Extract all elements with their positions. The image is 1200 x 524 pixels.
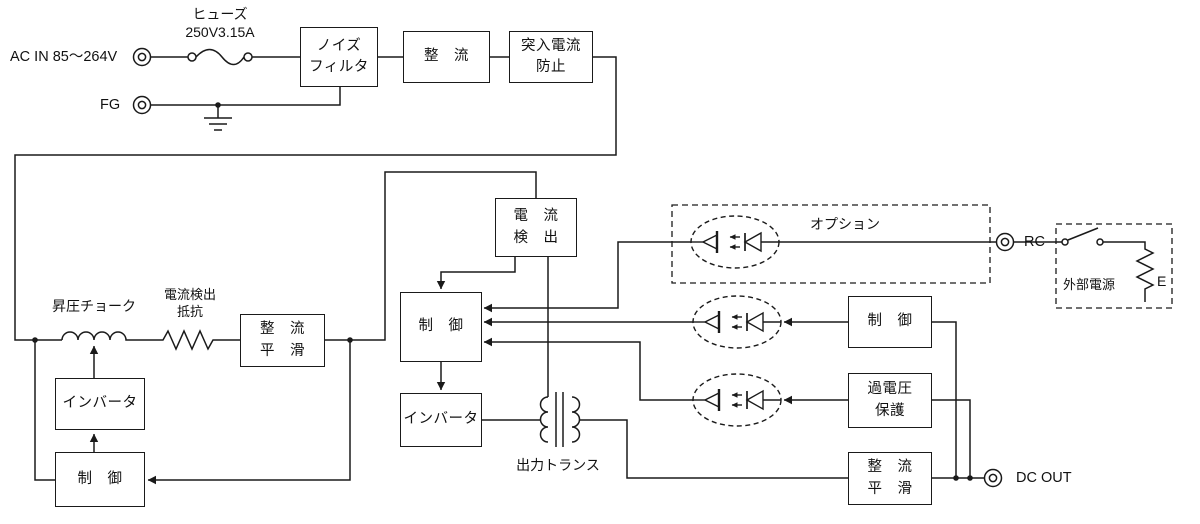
box-inverter-pfc-line1: インバータ — [62, 395, 138, 412]
switch-icon — [1061, 227, 1104, 246]
box-current-detect-line1: 電 流 — [513, 208, 559, 225]
ac-in-terminal — [132, 47, 152, 67]
fuse-icon — [187, 48, 253, 66]
box-control-main: 制 御 — [400, 292, 482, 362]
box-rectify-smooth-output-line1: 整 流 — [867, 459, 913, 476]
box-control-main-line1: 制 御 — [418, 318, 464, 335]
box-overvoltage-protection: 過電圧 保護 — [848, 373, 932, 428]
label-fuse-rating: 250V3.15A — [185, 24, 255, 40]
box-control-pfc-line1: 制 御 — [77, 470, 123, 487]
box-ovp-line2: 保護 — [875, 402, 905, 419]
box-control-pfc: 制 御 — [55, 452, 145, 507]
label-external-power: 外部電源 — [1063, 277, 1116, 292]
label-boost-choke: 昇圧チョーク — [52, 298, 136, 314]
option-outline — [671, 204, 991, 284]
box-rectify-smooth-pfc-line1: 整 流 — [260, 321, 305, 338]
optocoupler-feedback-icon — [693, 296, 781, 348]
label-ac-in: AC IN 85〜264V — [10, 49, 118, 65]
box-noise-filter: ノイズ フィルタ — [300, 27, 378, 87]
label-fg: FG — [100, 97, 121, 113]
optocoupler-ovp-icon — [693, 374, 781, 426]
box-current-detect-line2: 検 出 — [513, 229, 559, 246]
box-control-secondary: 制 御 — [848, 296, 932, 348]
box-current-detect: 電 流 検 出 — [495, 198, 577, 257]
wires — [14, 56, 1155, 481]
box-noise-filter-line1: ノイズ — [316, 37, 362, 54]
label-current-sense-resistor: 電流検出 抵抗 — [148, 287, 232, 321]
box-rectifier: 整 流 — [403, 31, 490, 83]
box-inverter-pfc: インバータ — [55, 378, 145, 430]
dc-out-terminal — [983, 468, 1003, 488]
box-ovp-line1: 過電圧 — [867, 381, 913, 398]
optocoupler-remote-icon — [691, 216, 779, 268]
ground-icon — [204, 105, 232, 131]
label-current-sense-resistor-line1: 電流検出 — [163, 287, 216, 302]
external-power-outline — [1055, 223, 1173, 309]
box-control-secondary-line1: 制 御 — [867, 313, 913, 330]
box-rectify-smooth-pfc-line2: 平 滑 — [260, 342, 305, 359]
label-dc-out: DC OUT — [1016, 470, 1072, 486]
box-rectifier-line1: 整 流 — [424, 48, 469, 65]
signal-arrows — [89, 241, 848, 485]
label-rc: RC — [1024, 234, 1045, 250]
junction-dots — [32, 102, 973, 481]
label-fuse-name: ヒューズ — [192, 6, 248, 22]
box-inrush-current-protection: 突入電流 防止 — [509, 31, 593, 83]
label-option: オプション — [810, 216, 880, 232]
box-rectify-smooth-pfc: 整 流 平 滑 — [240, 314, 325, 367]
box-inverter-main-line1: インバータ — [403, 411, 479, 428]
rc-terminal — [995, 232, 1015, 252]
box-rectify-smooth-output: 整 流 平 滑 — [848, 452, 932, 505]
box-inverter-main: インバータ — [400, 393, 482, 447]
label-external-power-node: E — [1157, 273, 1167, 289]
box-inrush-line2: 防止 — [536, 59, 566, 75]
fg-terminal — [132, 95, 152, 115]
box-inrush-line1: 突入電流 — [521, 37, 581, 54]
label-current-sense-resistor-line2: 抵抗 — [176, 303, 203, 319]
box-rectify-smooth-output-line2: 平 滑 — [867, 480, 913, 497]
label-output-transformer: 出力トランス — [516, 457, 600, 473]
output-transformer-icon — [539, 392, 581, 447]
box-noise-filter-line2: フィルタ — [309, 59, 369, 75]
